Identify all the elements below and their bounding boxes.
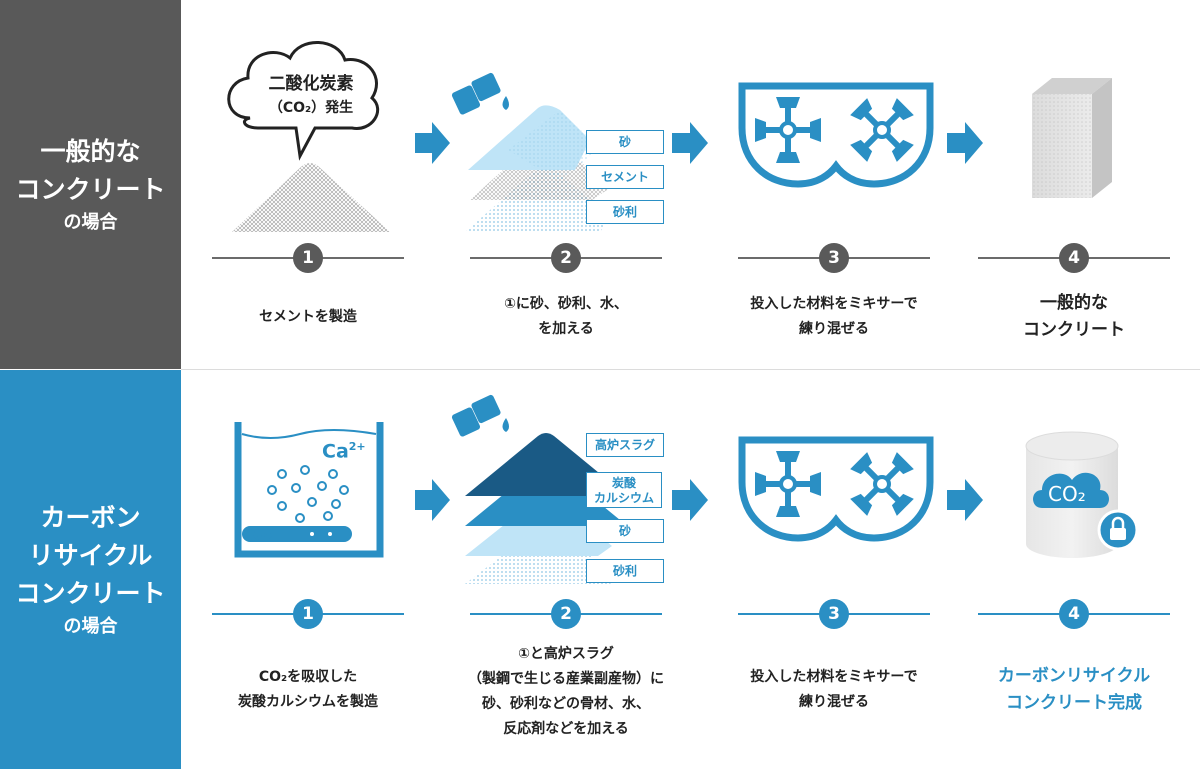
step-number: 3: [819, 243, 849, 273]
step-caption: CO₂を吸収した 炭酸カルシウムを製造: [198, 665, 418, 715]
caption-line: 砂、砂利などの骨材、水、: [482, 696, 650, 712]
arrow-icon: [947, 122, 983, 164]
caption-line: 一般的な: [1040, 293, 1108, 313]
step-number: 1: [293, 599, 323, 629]
caption-line: 投入した材料をミキサーで: [750, 669, 918, 685]
step-caption: セメントを製造: [198, 305, 418, 330]
cloud-line2: （CO₂）発生: [268, 100, 354, 116]
caption-line: 反応剤などを加える: [503, 721, 629, 737]
step-caption: 投入した材料をミキサーで 練り混ぜる: [724, 292, 944, 342]
step-number: 1: [293, 243, 323, 273]
step-caption: ①と高炉スラグ （製鋼で生じる産業副産物）に 砂、砂利などの骨材、水、 反応剤な…: [446, 642, 686, 742]
step-caption: 一般的な コンクリート: [964, 290, 1184, 344]
co2-cloud-text: 二酸化炭素 （CO₂）発生: [246, 72, 376, 120]
tag-gravel: 砂利: [586, 200, 664, 224]
caption-line: コンクリート: [1023, 320, 1125, 340]
sidebar-title-line3: コンクリート: [15, 578, 166, 608]
caption-line: 投入した材料をミキサーで: [750, 296, 918, 312]
carbon-sidebar: カーボン リサイクル コンクリート の場合: [0, 370, 181, 769]
arrow-icon: [672, 122, 708, 164]
blast-furnace-slag-layer-icon: [465, 433, 610, 496]
sidebar-title-line1: カーボン: [40, 502, 141, 532]
caption-line: を加える: [538, 321, 594, 337]
caption-line: 練り混ぜる: [799, 321, 869, 337]
caption-line: ①に砂、砂利、水、: [504, 296, 628, 312]
tag-cement: セメント: [586, 165, 664, 189]
caption-line: CO₂を吸収した: [258, 669, 358, 685]
arrow-icon: [947, 479, 983, 521]
cylinder-co2-label: CO₂: [1048, 482, 1086, 506]
caption-line: セメントを製造: [259, 309, 357, 325]
step-number: 2: [551, 599, 581, 629]
caption-line: （製鋼で生じる産業副産物）に: [468, 671, 664, 687]
general-illustrations: [227, 41, 1112, 232]
lock-icon: [1097, 509, 1139, 551]
tag-line: 炭酸: [611, 476, 636, 490]
mixer-icon: [738, 436, 934, 542]
arrow-icon: [672, 479, 708, 521]
tag-line: カルシウム: [593, 491, 654, 505]
tag-sand: 砂: [586, 519, 664, 543]
co2-cloud-icon: [227, 41, 379, 161]
water-bucket-icon: [451, 72, 509, 115]
step-number: 4: [1059, 243, 1089, 273]
tag-blast-furnace-slag: 高炉スラグ: [586, 433, 664, 457]
caption-line: ①と高炉スラグ: [518, 646, 614, 662]
mixer-icon: [738, 82, 934, 188]
tag-sand: 砂: [586, 130, 664, 154]
step-caption: カーボンリサイクル コンクリート完成: [964, 663, 1184, 717]
cloud-line1: 二酸化炭素: [268, 74, 354, 94]
arrow-icon: [415, 479, 450, 521]
arrow-icon: [415, 122, 450, 164]
general-concrete-row: 一般的な コンクリート の場合: [0, 0, 1200, 369]
cement-pile-icon: [232, 163, 390, 232]
caption-line: 練り混ぜる: [799, 694, 869, 710]
concrete-block-icon: [1032, 78, 1112, 198]
step-number: 4: [1059, 599, 1089, 629]
row-divider: [181, 369, 1200, 370]
co2-label: CO₂: [242, 526, 273, 544]
ca-text: Ca: [322, 440, 349, 463]
sidebar-title-line3: の場合: [63, 211, 118, 233]
ca-charge: 2+: [348, 440, 366, 453]
sidebar-title-line4: の場合: [63, 615, 118, 637]
carbon-illustrations: [234, 394, 1139, 584]
beaker-icon: [234, 422, 384, 558]
water-bucket-icon: [451, 394, 509, 437]
step-number: 3: [819, 599, 849, 629]
calcium-ion-label: Ca2+: [322, 440, 366, 462]
general-sidebar: 一般的な コンクリート の場合: [0, 0, 181, 369]
step-number: 2: [551, 243, 581, 273]
sidebar-title-line2: コンクリート: [15, 174, 166, 204]
sidebar-title-line2: リサイクル: [28, 540, 153, 570]
tag-gravel: 砂利: [586, 559, 664, 583]
step-caption: 投入した材料をミキサーで 練り混ぜる: [724, 665, 944, 715]
sidebar-title-line1: 一般的な: [40, 136, 141, 166]
carbon-recycle-row: カーボン リサイクル コンクリート の場合: [0, 370, 1200, 769]
step-caption: ①に砂、砂利、水、 を加える: [456, 292, 676, 342]
caption-line: カーボンリサイクル: [997, 666, 1151, 686]
caption-line: コンクリート完成: [1006, 693, 1142, 713]
caption-line: 炭酸カルシウムを製造: [238, 694, 378, 710]
tag-calcium-carbonate: 炭酸 カルシウム: [586, 472, 662, 508]
recycle-concrete-cylinder-icon: [1025, 431, 1119, 558]
